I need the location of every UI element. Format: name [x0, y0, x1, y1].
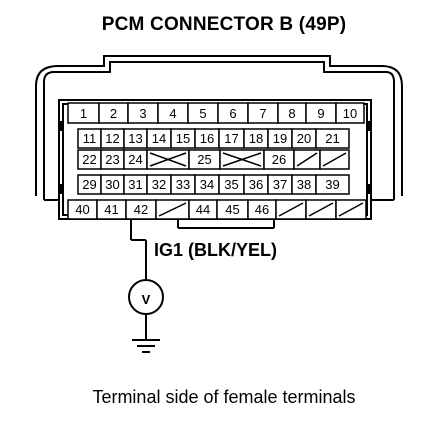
terminal-number: 33 [176, 177, 190, 192]
terminal-number: 19 [273, 131, 287, 146]
empty-terminal-mark [278, 202, 304, 217]
terminal-number: 16 [200, 131, 214, 146]
terminal-number: 8 [288, 106, 295, 121]
terminal-cell [315, 174, 350, 195]
terminal-number: 41 [104, 202, 118, 217]
terminal-number: 20 [297, 131, 311, 146]
terminal-number: 30 [105, 177, 119, 192]
terminal-number: 45 [225, 202, 239, 217]
terminal-number: 2 [110, 106, 117, 121]
terminal-number: 38 [297, 177, 311, 192]
terminal-number: 32 [152, 177, 166, 192]
terminal-number: 23 [105, 152, 119, 167]
terminal-number: 34 [200, 177, 214, 192]
terminal-number: 17 [224, 131, 238, 146]
terminal-number: 14 [152, 131, 166, 146]
voltmeter-label: V [142, 292, 151, 307]
empty-terminal-mark [308, 202, 334, 217]
terminal-number: 7 [259, 106, 266, 121]
ground-symbol [132, 314, 160, 353]
terminal-cell [335, 102, 365, 124]
terminal-number: 21 [325, 131, 339, 146]
unused-terminal-mark [149, 152, 187, 167]
terminal-number: 13 [128, 131, 142, 146]
unused-terminal-mark [222, 152, 262, 167]
page-title: PCM CONNECTOR B (49P) [101, 14, 347, 35]
terminal-number: 44 [196, 202, 210, 217]
caption: Terminal side of female terminals [92, 387, 356, 407]
voltmeter-symbol: V [128, 279, 164, 315]
empty-terminal-mark [296, 152, 318, 167]
terminal-number: 1 [80, 106, 87, 121]
terminal-number: 26 [272, 152, 286, 167]
terminal-number: 24 [128, 152, 142, 167]
terminal-number: 10 [343, 106, 357, 121]
empty-terminal-mark [322, 152, 347, 167]
terminal-number: 11 [83, 131, 97, 146]
probe-wire [130, 219, 147, 279]
connector-latches [58, 121, 372, 194]
terminal-number: 46 [255, 202, 269, 217]
terminal-number: 29 [82, 177, 96, 192]
terminal-number: 6 [229, 106, 236, 121]
terminal-number: 25 [197, 152, 211, 167]
empty-terminal-mark [338, 202, 364, 217]
terminal-number: 37 [273, 177, 287, 192]
terminal-number: 39 [325, 177, 339, 192]
terminal-number: 4 [169, 106, 176, 121]
terminal-cell [315, 128, 350, 149]
terminal-number: 42 [134, 202, 148, 217]
terminal-number: 18 [249, 131, 263, 146]
terminal-number: 3 [139, 106, 146, 121]
terminal-number: 9 [317, 106, 324, 121]
terminal-number: 15 [176, 131, 190, 146]
terminal-number: 35 [224, 177, 238, 192]
terminal-number: 31 [128, 177, 142, 192]
terminal-number: 12 [105, 131, 119, 146]
terminal-number: 5 [199, 106, 206, 121]
terminal-number: 22 [82, 152, 96, 167]
terminal-number: 40 [75, 202, 89, 217]
signal-label: IG1 (BLK/YEL) [154, 240, 278, 260]
empty-terminal-mark [158, 202, 187, 217]
terminal-number: 36 [249, 177, 263, 192]
